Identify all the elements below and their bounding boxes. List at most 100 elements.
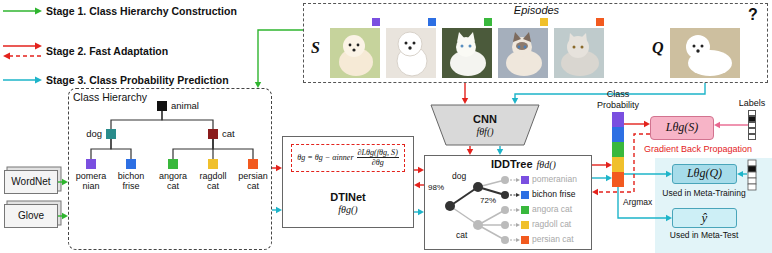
node-text: cat — [222, 129, 235, 140]
connector-line — [173, 139, 213, 159]
connector-line — [624, 123, 646, 124]
photo-bichon-frise — [428, 18, 436, 26]
photo-bichon-frise — [405, 42, 408, 45]
photo-angora-cat — [469, 45, 472, 48]
class-square: ragdoll cat — [208, 159, 218, 169]
connector — [173, 139, 213, 159]
edge-label: Gradient Back Propagation — [643, 144, 753, 154]
iddtree-graph — [445, 201, 455, 211]
query-label-bar — [748, 160, 756, 166]
legend-samples — [35, 8, 42, 15]
node-text: Lθg(Q) — [687, 167, 722, 181]
photo-angora-cat — [461, 45, 464, 48]
connector — [414, 209, 424, 215]
arrow-head — [414, 182, 420, 188]
photo-query-dog — [686, 35, 710, 59]
node-text: Episodes — [514, 4, 559, 17]
node-text: DTINet — [330, 191, 365, 204]
connector — [58, 179, 68, 185]
iddtree-graph — [521, 206, 529, 214]
connector-line — [258, 30, 303, 84]
probability-cell — [612, 112, 624, 127]
iddtree-graph — [501, 191, 509, 199]
photo-pomeranian — [330, 28, 380, 78]
trapezoid-shape — [430, 104, 540, 146]
node-text: dog — [86, 129, 102, 140]
iddtree-graph — [510, 210, 516, 211]
iddtree-graph — [521, 191, 529, 199]
iddtree-graph — [521, 236, 529, 244]
connector-line — [213, 139, 253, 159]
node-text: ŷ — [702, 211, 708, 226]
iddtree-graph — [510, 195, 516, 196]
text-label: 72% — [480, 196, 496, 205]
class-square: persian cat — [248, 159, 258, 169]
connector-line — [464, 83, 465, 100]
connector-line — [111, 139, 131, 159]
document-box: WordNet — [4, 170, 58, 194]
node-text: IDDTree — [491, 158, 533, 171]
connector — [497, 146, 503, 155]
text-label: Used in Meta-Training — [662, 189, 745, 199]
connector — [414, 167, 424, 173]
meta-region — [655, 158, 772, 253]
connector-line — [592, 164, 608, 165]
probability-cell — [612, 157, 624, 172]
iddtree-graph — [516, 193, 520, 197]
connector-line — [91, 139, 111, 159]
photo-persian-cat — [554, 28, 604, 78]
iddtree-graph — [501, 236, 509, 244]
iddtree-graph — [450, 206, 478, 225]
photo-angora-cat — [467, 32, 475, 42]
query-label-bar — [737, 160, 756, 190]
probability-cell — [612, 172, 624, 187]
meta-region — [655, 158, 772, 253]
photo-ragdoll-cat — [498, 28, 548, 78]
dtinet-box: DTINetfθg()θg = θg − αinner∂Lθg(fθg, S)∂… — [282, 136, 414, 228]
text-label: S — [311, 39, 320, 57]
text-label: bichon frise — [532, 190, 575, 200]
text-label: ? — [748, 6, 758, 24]
text-label: pomeranian — [532, 175, 577, 185]
iddtree-graph — [445, 176, 529, 244]
class-hierarchy-box: Class Hierarchyanimaldogcatpomera nianbi… — [68, 88, 272, 250]
document-box: Glove — [4, 204, 58, 228]
probability-cell — [612, 142, 624, 157]
label-bar: Labels — [748, 110, 756, 140]
photo-ragdoll-cat — [523, 32, 531, 42]
node-text: Glove — [18, 210, 44, 222]
text-label: dog — [452, 172, 466, 182]
connector — [624, 121, 650, 127]
photo-ragdoll-cat — [516, 42, 528, 50]
iddtree-graph — [473, 182, 483, 192]
formula-numerator: ∂Lθg(fθg, S) — [357, 148, 399, 158]
formula-denominator: ∂θg — [372, 158, 384, 167]
legend-samples — [35, 77, 42, 84]
class-square: animal — [157, 101, 167, 111]
iddtree-graph — [510, 240, 516, 241]
trapezoid-outline — [431, 105, 539, 145]
legend-samples — [3, 45, 37, 47]
photo-bichon-frise — [398, 32, 422, 56]
photo-persian-cat — [596, 18, 604, 26]
connector — [272, 165, 282, 171]
photo-angora-cat — [457, 32, 465, 42]
iddtree-graph — [473, 220, 483, 230]
connector — [467, 146, 473, 155]
iddtree-graph — [510, 180, 516, 240]
node-text: bichon frise — [118, 171, 145, 192]
connector — [162, 111, 213, 129]
text-label: persian cat — [532, 235, 574, 245]
legend-samples — [3, 10, 37, 12]
connector — [111, 111, 162, 129]
node-text: animal — [171, 101, 199, 112]
query-label-bar — [748, 166, 756, 172]
probability-cell — [612, 127, 624, 142]
photo-ragdoll-cat — [518, 46, 521, 49]
node-text: Lθg(S) — [666, 121, 699, 135]
legend-text: Stage 1. Class Hierarchy Construction — [46, 5, 237, 17]
connector-line — [618, 187, 668, 218]
photo-bichon-frise — [386, 18, 436, 78]
